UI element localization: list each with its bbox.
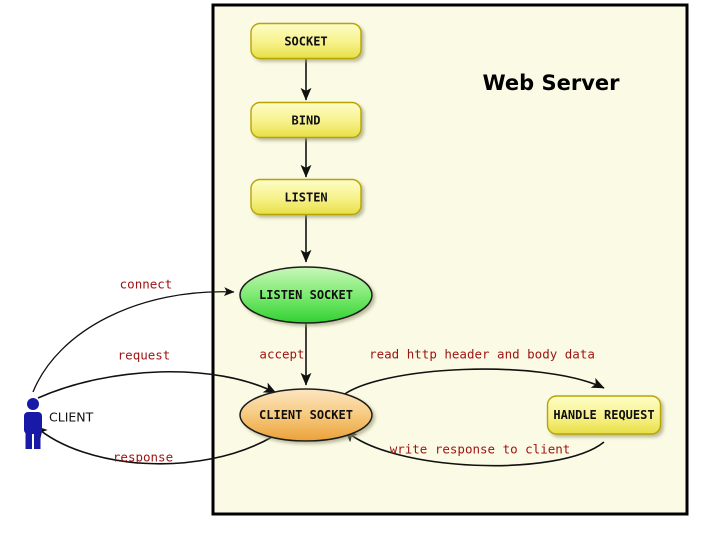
web-server-panel-title: Web Server bbox=[482, 71, 620, 95]
edge-write-response bbox=[344, 429, 605, 467]
edge-label-connect: connect bbox=[120, 277, 173, 292]
edge-label-accept: accept bbox=[259, 347, 304, 362]
node-handle-request-label: HANDLE REQUEST bbox=[553, 408, 654, 422]
node-socket[interactable]: SOCKET bbox=[250, 22, 362, 60]
node-bind[interactable]: BIND bbox=[250, 101, 362, 139]
edge-client-connect bbox=[32, 287, 235, 393]
node-client-socket-shape[interactable] bbox=[239, 388, 373, 442]
node-socket-label: SOCKET bbox=[284, 35, 327, 49]
edge-label-read-http: read http header and body data bbox=[369, 347, 595, 362]
node-listen-socket-label: LISTEN SOCKET bbox=[259, 288, 353, 302]
node-socket-shape[interactable] bbox=[250, 22, 362, 60]
person-icon-leg-right bbox=[34, 432, 41, 449]
person-icon bbox=[24, 398, 42, 449]
person-icon-torso bbox=[24, 412, 42, 434]
edge-label-request: request bbox=[118, 348, 171, 363]
edge-label-write-response: write response to client bbox=[390, 442, 571, 457]
edge-response-to-client bbox=[34, 425, 273, 465]
node-listen-shape[interactable] bbox=[250, 178, 362, 216]
edge-read-http bbox=[341, 368, 605, 397]
edge-label-group: connect accept request read http header … bbox=[113, 277, 595, 465]
edge-label-response: response bbox=[113, 450, 173, 465]
edge-client-request bbox=[37, 371, 277, 399]
node-listen-label: LISTEN bbox=[284, 191, 327, 205]
edge-group-handle-request bbox=[341, 368, 605, 467]
node-client-socket-label: CLIENT SOCKET bbox=[259, 408, 353, 422]
node-client-socket[interactable]: CLIENT SOCKET bbox=[239, 388, 373, 442]
person-icon-head bbox=[27, 398, 39, 410]
client-actor[interactable]: CLIENT bbox=[24, 398, 94, 449]
node-bind-label: BIND bbox=[292, 114, 321, 128]
node-listen-socket[interactable]: LISTEN SOCKET bbox=[239, 266, 373, 324]
person-icon-leg-left bbox=[25, 432, 32, 449]
node-handle-request[interactable]: HANDLE REQUEST bbox=[546, 395, 662, 435]
node-listen-socket-shape[interactable] bbox=[239, 266, 373, 324]
node-listen[interactable]: LISTEN bbox=[250, 178, 362, 216]
node-bind-shape[interactable] bbox=[250, 101, 362, 139]
edge-group-client bbox=[32, 287, 277, 465]
node-handle-request-shape[interactable] bbox=[546, 395, 662, 435]
client-actor-label: CLIENT bbox=[49, 410, 94, 425]
